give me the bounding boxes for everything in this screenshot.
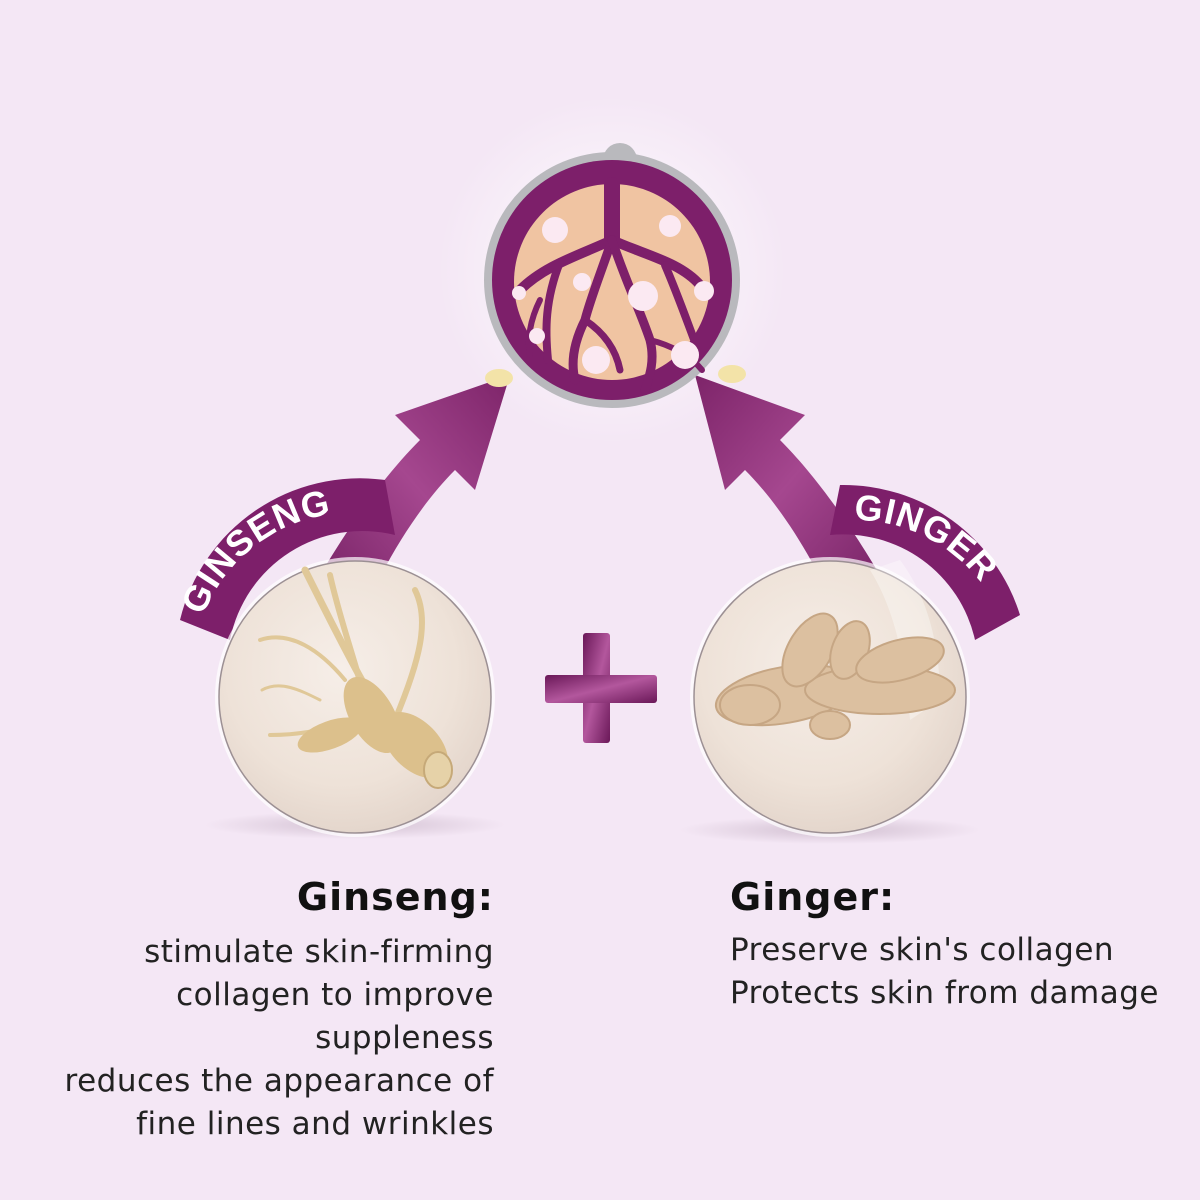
ginger-image	[680, 557, 980, 844]
ginger-caption: Ginger: Preserve skin's collagen Protect…	[730, 875, 1159, 1015]
ginseng-desc-line-2: collagen to improve suppleness	[176, 977, 494, 1056]
ginseng-desc-line-3: reduces the appearance of	[64, 1063, 494, 1099]
ginseng-desc-line-4: fine lines and wrinkles	[136, 1106, 494, 1142]
ginseng-image	[205, 557, 505, 839]
ginseng-title: Ginseng:	[296, 875, 494, 919]
ginger-desc-line-2: Protects skin from damage	[730, 975, 1159, 1011]
skin-collagen-icon	[484, 143, 746, 408]
ginger-title: Ginger:	[730, 875, 896, 919]
ginger-desc-line-1: Preserve skin's collagen	[730, 932, 1115, 968]
ginseng-caption: Ginseng: stimulate skin-firming collagen…	[0, 875, 494, 1146]
ginseng-desc-line-1: stimulate skin-firming	[144, 934, 494, 970]
plus-icon	[545, 633, 657, 743]
